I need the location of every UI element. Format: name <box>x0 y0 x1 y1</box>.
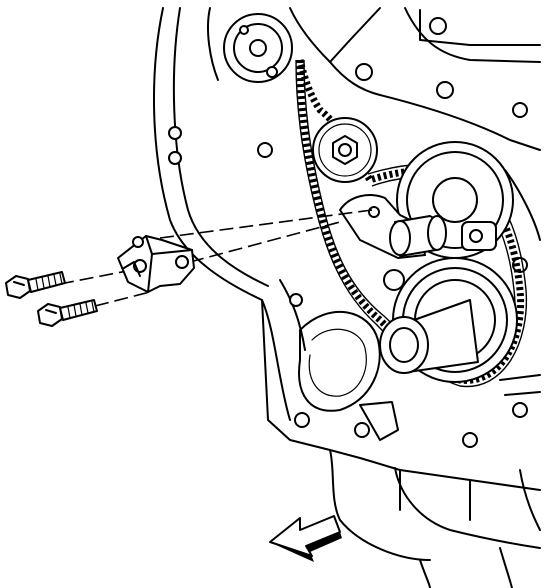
chain-tensioner <box>117 235 195 293</box>
alignment-lines <box>59 209 373 307</box>
crankshaft-nose <box>379 269 479 374</box>
tensioner-bolt <box>5 271 66 299</box>
tensioner-bolt <box>37 299 98 327</box>
cover-bolt-bosses <box>168 17 528 448</box>
camshaft-sprocket <box>312 117 378 183</box>
upper-boss <box>223 13 293 83</box>
engine-front-cover <box>153 7 541 588</box>
view-arrow <box>269 515 342 562</box>
